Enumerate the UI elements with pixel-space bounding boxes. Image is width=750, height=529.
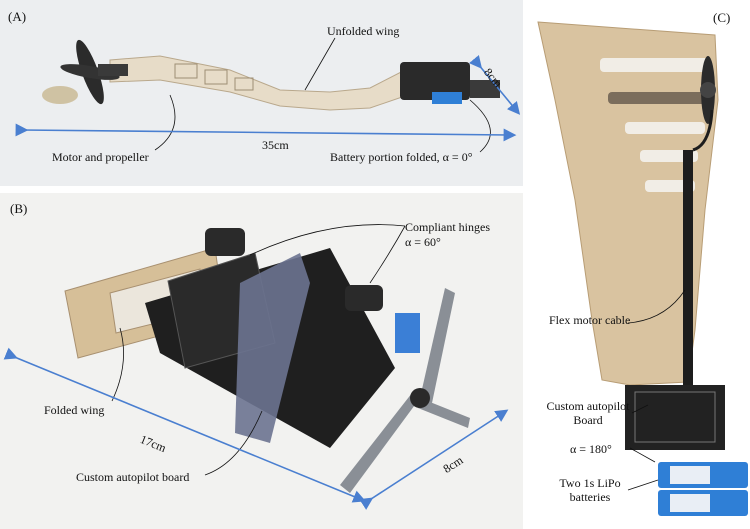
- flex-cable: [683, 150, 693, 388]
- autopilot-c-label: Custom autopilot Board: [542, 399, 634, 428]
- panel-b-tag: (B): [10, 201, 28, 216]
- battery-a-label: Battery portion folded, α = 0°: [330, 150, 473, 164]
- battery-c-line-2: batteries: [569, 489, 611, 504]
- hinges-label: Compliant hinges: [405, 220, 490, 234]
- battery-c-label: Two 1s LiPo batteries: [550, 476, 630, 505]
- unfolded-wing-label: Unfolded wing: [327, 24, 400, 38]
- panel-a-photo: [15, 37, 521, 153]
- propeller-c: [700, 56, 716, 124]
- autopilot-c-line-2: Board: [573, 412, 603, 427]
- battery-c-line-1: Two 1s LiPo: [559, 476, 621, 490]
- folded-wing-label: Folded wing: [44, 403, 105, 417]
- hinges-alpha-label: α = 60°: [405, 235, 441, 249]
- panel-c: (C) Flex motor cable Custom autopilot Bo…: [530, 0, 750, 529]
- flex-cable-label: Flex motor cable: [549, 313, 631, 327]
- panel-a-tag: (A): [8, 9, 27, 24]
- panel-a: (A) Unfolded wing Motor and propeller 35…: [0, 0, 523, 186]
- panel-b: (B) Compliant hinges α = 60° Folded wing…: [0, 193, 523, 529]
- panel-c-tag: (C): [713, 10, 731, 25]
- motor-label: Motor and propeller: [52, 150, 149, 164]
- autopilot-block-c: [625, 385, 725, 450]
- length-a-label: 35cm: [262, 138, 289, 152]
- autopilot-c-line-1: Custom autopilot: [546, 399, 630, 413]
- alpha-c-label: α = 180°: [570, 442, 612, 456]
- panel-b-photo: [3, 224, 509, 510]
- battery-block-a: [400, 62, 500, 104]
- autopilot-b-label: Custom autopilot board: [76, 470, 190, 484]
- panel-c-photo: [537, 21, 748, 516]
- propeller-a: [42, 39, 128, 105]
